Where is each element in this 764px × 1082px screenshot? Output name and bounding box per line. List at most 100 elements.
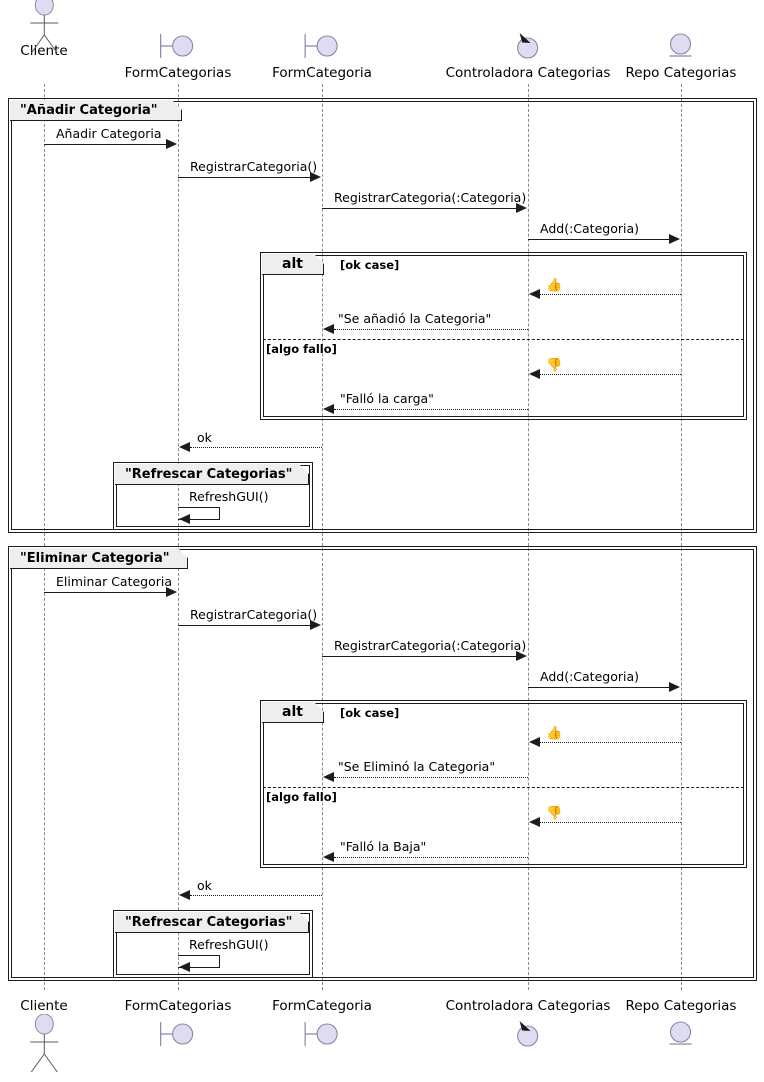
message-line-thumbs-up-2 [540,742,681,743]
message-label-registrarcategoria-2: RegistrarCategoria() [190,607,318,622]
alt-guard-ok-case-2: [ok case] [340,706,400,720]
thumbs-up-icon-2: 👍 [546,726,563,741]
boundary-icon [125,26,232,66]
message-label-refreshgui-2: RefreshGUI() [189,937,269,952]
participant-footer-cliente[interactable]: Cliente [20,998,68,1072]
entity-icon [626,26,737,66]
message-label-fallo-baja: "Falló la Baja" [340,839,427,854]
message-line-thumbs-down-1 [540,374,681,375]
lifeline-repo [681,84,682,990]
message-label-registrarcategoria-param-2: RegistrarCategoria(:Categoria) [334,638,527,653]
participant-header-formcategorias[interactable]: FormCategorias [124,26,232,81]
arrow-head-refreshgui-1 [179,514,190,524]
fragment-eliminar-categoria [8,546,757,981]
arrow-head-registrarcategoria-param-2 [516,651,527,661]
fragment-label-eliminar-categoria: "Eliminar Categoria" [10,548,188,569]
participant-footer-repo[interactable]: Repo Categorias [625,998,737,1054]
thumbs-up-icon-1: 👍 [546,278,563,293]
participant-label: FormCategorias [124,998,232,1014]
message-line-se-elimino [334,777,528,778]
message-label-anadir-categoria: Añadir Categoria [56,126,162,141]
thumbs-down-icon-1: 👎 [546,358,563,373]
alt-guard-ok-case-1: [ok case] [340,258,400,272]
message-label-add-categoria-2: Add(:Categoria) [540,669,639,684]
arrow-head-thumbs-down-1 [529,369,540,379]
boundary-icon [272,1014,372,1054]
message-line-add-categoria-2 [528,687,670,688]
arrow-head-anadir-categoria [166,139,177,149]
control-icon [446,1014,611,1054]
arrow-head-add-categoria-2 [669,682,680,692]
alt-guard-algo-fallo-2: [algo fallo] [266,790,337,804]
alt-fragment-1 [260,252,747,420]
arrow-head-thumbs-up-2 [529,737,540,747]
participant-header-cliente[interactable]: Cliente [20,0,68,59]
alt-operator-label-1: alt [262,254,324,275]
arrow-head-ok-2 [179,890,190,900]
lifeline-formcategoria [322,84,323,990]
self-message-box-refreshgui-2 [178,955,220,968]
message-line-ok-2 [190,895,322,896]
arrow-head-add-categoria [669,234,680,244]
participant-header-controladora[interactable]: Controladora Categorias [445,26,611,81]
boundary-icon [125,1014,232,1054]
participant-label: Repo Categorias [625,65,737,81]
lifeline-cliente [44,84,45,990]
message-line-anadir-categoria [44,144,167,145]
message-line-registrarcategoria-param [322,208,517,209]
arrow-head-fallo-carga [323,404,334,414]
actor-stick-figure-icon [20,0,67,53]
boundary-icon [272,26,372,66]
message-label-eliminar-categoria: Eliminar Categoria [56,574,173,589]
arrow-head-ok-1 [179,442,190,452]
message-label-se-anadio: "Se añadió la Categoria" [338,311,492,326]
arrow-head-registrarcategoria-param [516,203,527,213]
alt-divider-1 [263,339,744,340]
message-label-refreshgui-1: RefreshGUI() [189,489,269,504]
fragment-refrescar-categorias-2 [113,910,313,978]
message-line-fallo-baja [334,857,528,858]
arrow-head-se-elimino [323,772,334,782]
participant-label: FormCategorias [124,65,232,81]
message-line-thumbs-up-1 [540,294,681,295]
participant-label: FormCategoria [272,998,372,1014]
fragment-refrescar-categorias-1 [113,462,313,530]
control-icon [446,26,611,66]
participant-header-repo[interactable]: Repo Categorias [625,26,737,81]
arrow-head-refreshgui-2 [179,962,190,972]
alt-fragment-2 [260,700,747,868]
actor-stick-figure-icon [20,1014,67,1072]
message-label-registrarcategoria-param: RegistrarCategoria(:Categoria) [334,190,527,205]
participant-label: Repo Categorias [625,998,737,1014]
participant-footer-formcategoria[interactable]: FormCategoria [272,999,372,1054]
message-label-add-categoria: Add(:Categoria) [540,221,639,236]
message-line-ok-1 [190,447,322,448]
message-label-ok-2: ok [197,878,212,893]
entity-icon [626,1014,737,1054]
participant-footer-formcategorias[interactable]: FormCategorias [124,998,232,1054]
fragment-label-anadir-categoria: "Añadir Categoria" [10,100,182,121]
arrow-head-thumbs-up-1 [529,289,540,299]
message-line-add-categoria [528,239,670,240]
lifeline-formcategorias [178,84,179,990]
lifeline-controladora [528,84,529,990]
message-line-eliminar-categoria [44,592,167,593]
participant-label: Cliente [20,43,68,59]
fragment-label-refrescar-1: "Refrescar Categorias" [115,464,309,485]
participant-footer-controladora[interactable]: Controladora Categorias [445,998,611,1054]
participant-label: Cliente [20,998,68,1014]
participant-header-formcategoria[interactable]: FormCategoria [272,26,372,81]
fragment-label-refrescar-2: "Refrescar Categorias" [115,912,309,933]
message-line-registrarcategoria-2 [178,625,311,626]
participant-label: Controladora Categorias [445,998,611,1014]
alt-guard-algo-fallo-1: [algo fallo] [266,342,337,356]
message-line-registrarcategoria-param-2 [322,656,517,657]
message-label-se-elimino: "Se Eliminó la Categoria" [338,759,496,774]
message-label-registrarcategoria: RegistrarCategoria() [190,159,318,174]
arrow-head-registrarcategoria [310,172,321,182]
self-message-box-refreshgui-1 [178,507,220,520]
arrow-head-eliminar-categoria [166,587,177,597]
thumbs-down-icon-2: 👎 [546,806,563,821]
participant-label: Controladora Categorias [445,65,611,81]
